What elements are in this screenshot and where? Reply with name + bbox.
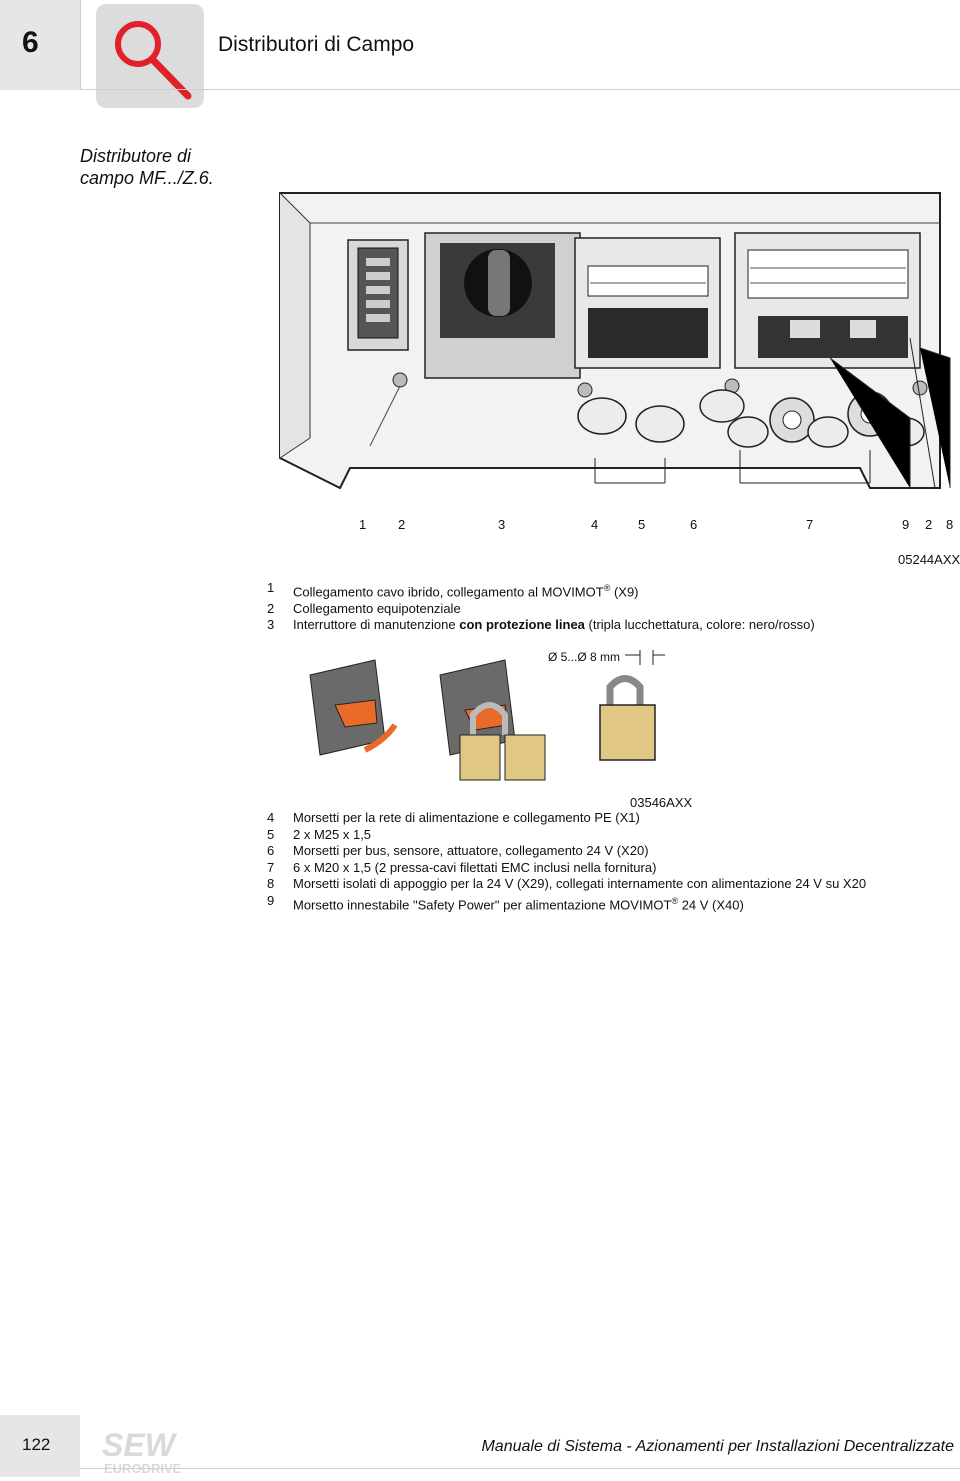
item-text: Morsetti per bus, sensore, attuatore, co… [293, 843, 649, 858]
logo-text: SEW [102, 1427, 178, 1463]
item-text: Collegamento cavo ibrido, collegamento a… [293, 584, 604, 600]
page-number: 122 [22, 1435, 51, 1454]
item-text-after: (X9) [610, 584, 639, 600]
callout-5: 5 [638, 517, 646, 532]
list-item: 7 6 x M20 x 1,5 (2 pressa-cavi filettati… [267, 860, 866, 877]
item-text-after: 24 V (X40) [678, 896, 744, 912]
dimension-label: Ø 5...Ø 8 mm [548, 650, 621, 664]
item-text: Collegamento equipotenziale [293, 600, 461, 616]
legend-list-a: 1 Collegamento cavo ibrido, collegamento… [267, 580, 815, 634]
figure2-code: 03546AXX [630, 795, 693, 810]
list-item: 4 Morsetti per la rete di alimentazione … [267, 810, 866, 827]
list-item: 6 Morsetti per bus, sensore, attuatore, … [267, 843, 866, 860]
manual-title: Manuale di Sistema - Azionamenti per Ins… [481, 1438, 954, 1455]
callout-6: 6 [690, 517, 698, 532]
legend-list-b: 4 Morsetti per la rete di alimentazione … [267, 810, 866, 913]
item-number: 4 [267, 810, 275, 825]
item-number: 6 [267, 843, 275, 858]
callout-3: 3 [498, 517, 506, 532]
callout-7: 7 [806, 517, 814, 532]
item-text: Morsetti per la rete di alimentazione e … [293, 810, 640, 825]
chapter-number: 6 [22, 26, 39, 59]
padlock-illustration [305, 645, 685, 795]
item-text: Interruttore di manutenzione [293, 617, 460, 633]
chapter-number-box: 6 [0, 0, 81, 90]
item-text-bold: con protezione linea [459, 617, 585, 633]
item-text-after: (tripla lucchettatura, colore: nero/ross… [584, 617, 815, 633]
callout-1: 1 [359, 517, 367, 532]
callout-9: 9 [902, 517, 910, 532]
list-item: 3 Interruttore di manutenzione con prote… [267, 617, 815, 634]
section-title-line2: campo MF.../Z.6. [80, 168, 214, 188]
callout-2b: 2 [925, 517, 933, 532]
footer-divider [80, 1468, 960, 1469]
section-title: Distributore di campo MF.../Z.6. [80, 145, 250, 189]
list-item: 9 Morsetto innestabile "Safety Power" pe… [267, 893, 866, 914]
item-text: 2 x M25 x 1,5 [293, 826, 372, 842]
figure1-code: 05244AXX [898, 552, 960, 567]
item-number: 7 [267, 859, 275, 875]
registered-mark: ® [603, 583, 611, 593]
item-text: Morsetti isolati di appoggio per la 24 V… [293, 876, 867, 891]
item-number: 8 [267, 876, 275, 891]
item-number: 5 [267, 826, 275, 842]
page-header: 6 Distributori di Campo [0, 0, 960, 108]
callout-2: 2 [398, 517, 406, 532]
item-text: Morsetto innestabile "Safety Power" per … [293, 896, 672, 912]
list-item: 5 2 x M25 x 1,5 [267, 827, 866, 844]
sew-eurodrive-logo: SEW EURODRIVE [100, 1426, 210, 1481]
callout-4: 4 [591, 517, 599, 532]
page-number-box: 122 [0, 1415, 80, 1477]
magnifier-icon [96, 4, 204, 108]
item-text: 6 x M20 x 1,5 (2 pressa-cavi filettati E… [293, 859, 657, 875]
item-number: 1 [267, 580, 275, 595]
item-number: 3 [267, 617, 275, 633]
item-number: 9 [267, 892, 275, 908]
distributor-illustration [270, 188, 960, 543]
callout-8: 8 [946, 517, 954, 532]
section-title-line1: Distributore di [80, 146, 192, 166]
registered-mark: ® [671, 895, 679, 906]
list-item: 2 Collegamento equipotenziale [267, 601, 815, 618]
item-number: 2 [267, 600, 275, 616]
list-item: 1 Collegamento cavo ibrido, collegamento… [267, 580, 815, 601]
list-item: 8 Morsetti isolati di appoggio per la 24… [267, 876, 866, 893]
page-title: Distributori di Campo [218, 33, 415, 56]
header-divider [80, 89, 960, 90]
